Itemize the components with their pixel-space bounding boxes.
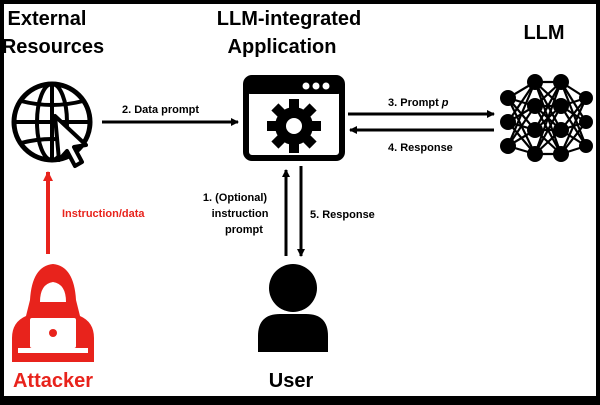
external-resources-title-line1: External (8, 8, 87, 30)
user-response-label: 5. Response (310, 209, 375, 221)
prompt-label-prefix: 3. Prompt (388, 97, 442, 109)
data-prompt-label: 2. Data prompt (122, 104, 199, 116)
neural-network-icon (500, 74, 593, 162)
attacker-title: Attacker (13, 370, 93, 392)
llm-response-label: 4. Response (388, 142, 453, 154)
user-silhouette-icon (258, 264, 328, 352)
app-window-gear-icon (243, 75, 345, 161)
instruction-label-line3: prompt (225, 224, 263, 236)
application-title-line1: LLM-integrated (217, 8, 361, 30)
instruction-data-label: Instruction/data (62, 208, 145, 220)
user-title: User (269, 370, 314, 392)
instruction-label-line2: instruction (212, 208, 269, 220)
instruction-label-line1: 1. (Optional) (203, 192, 268, 204)
application-title-line2: Application (228, 36, 337, 58)
hooded-hacker-laptop-icon (12, 264, 94, 362)
prompt-label-variable: p (441, 97, 449, 109)
prompt-label: 3. Prompt p (388, 97, 449, 109)
llm-title: LLM (523, 22, 564, 44)
globe-cursor-icon (11, 81, 93, 168)
external-resources-title-line2: Resources (2, 36, 104, 58)
